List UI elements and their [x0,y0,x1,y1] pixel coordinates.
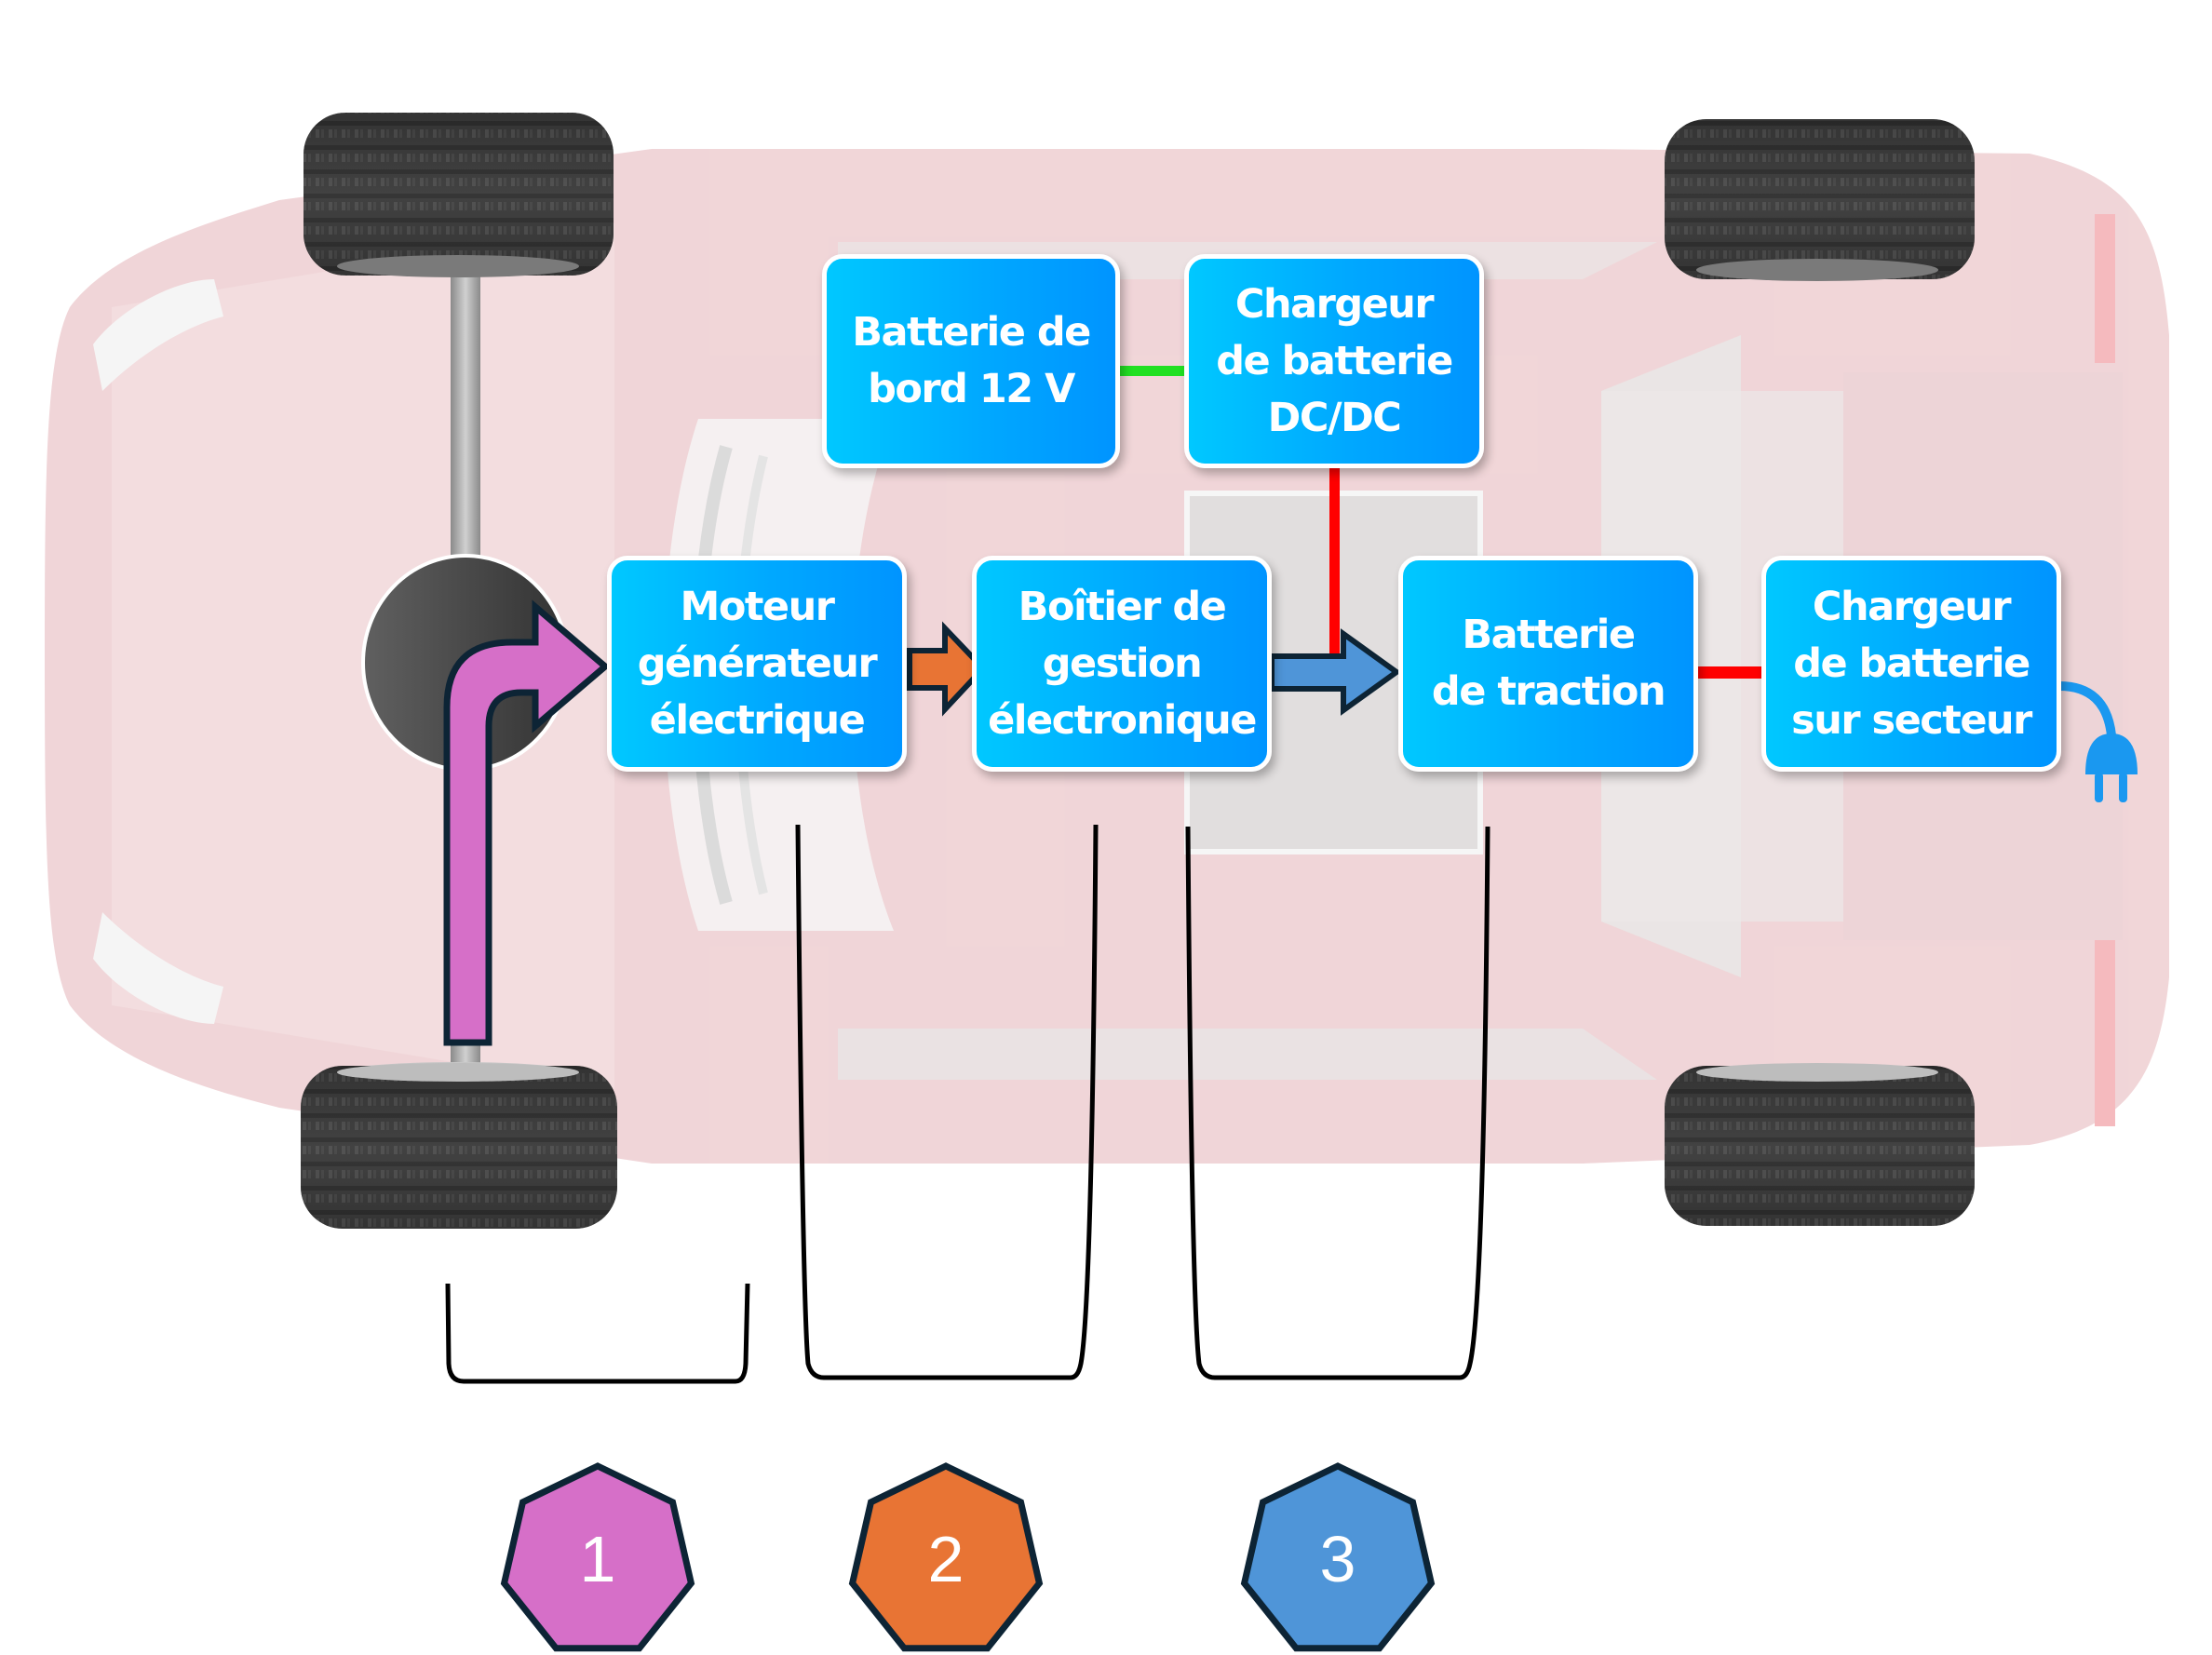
connector-traction-secteur [1695,666,1766,679]
bracket-3 [1185,826,1490,1380]
step-marker-2 [848,1462,1044,1652]
arrow-2-motor-to-boitier [907,621,988,717]
tire-rear-left [301,1062,617,1229]
box-boitier: Boîtier de gestion électronique [972,556,1272,772]
connector-bord-dcdc [1116,366,1187,376]
step-marker-3 [1240,1462,1436,1652]
arrow-3-boitier-to-traction [1269,628,1402,716]
box-batterie-bord-label: Batterie de bord 12 V [852,309,1091,412]
marker-2-label: 2 [927,1523,964,1595]
left-headlight-bottom [93,912,223,1024]
side-sill-bottom [838,1029,1657,1080]
box-chargeur-secteur: Chargeur de batterie sur secteur [1761,556,2061,772]
tire-front-left [303,113,614,277]
box-batterie-bord: Batterie de bord 12 V [822,254,1120,468]
step-marker-1 [500,1462,695,1652]
box-chargeur-dcdc-label: Chargeur de batterie DC/DC [1216,280,1453,441]
step-markers [500,1462,1436,1652]
bracket-2 [795,824,1099,1380]
tire-front-right [1665,119,1975,281]
power-plug-icon [2058,681,2138,802]
box-chargeur-dcdc: Chargeur de batterie DC/DC [1184,254,1484,468]
arrow-1-wheel-to-motor [443,599,611,1046]
box-batterie-traction-label: Batterie de traction [1431,612,1666,715]
box-moteur: Moteur générateur électrique [607,556,907,772]
box-moteur-label: Moteur générateur électrique [637,583,878,744]
box-batterie-traction: Batterie de traction [1398,556,1698,772]
connector-dcdc-traction [1329,468,1340,659]
box-chargeur-secteur-label: Chargeur de batterie sur secteur [1791,583,2032,744]
marker-3-label: 3 [1319,1523,1356,1595]
left-headlight-top [93,279,223,391]
marker-1-label: 1 [579,1523,616,1595]
box-boitier-label: Boîtier de gestion électronique [988,583,1257,744]
tire-rear-right [1665,1063,1975,1226]
right-taillight-top [2095,214,2115,363]
right-taillight-bottom [2095,940,2115,1126]
bracket-1 [445,1283,750,1384]
